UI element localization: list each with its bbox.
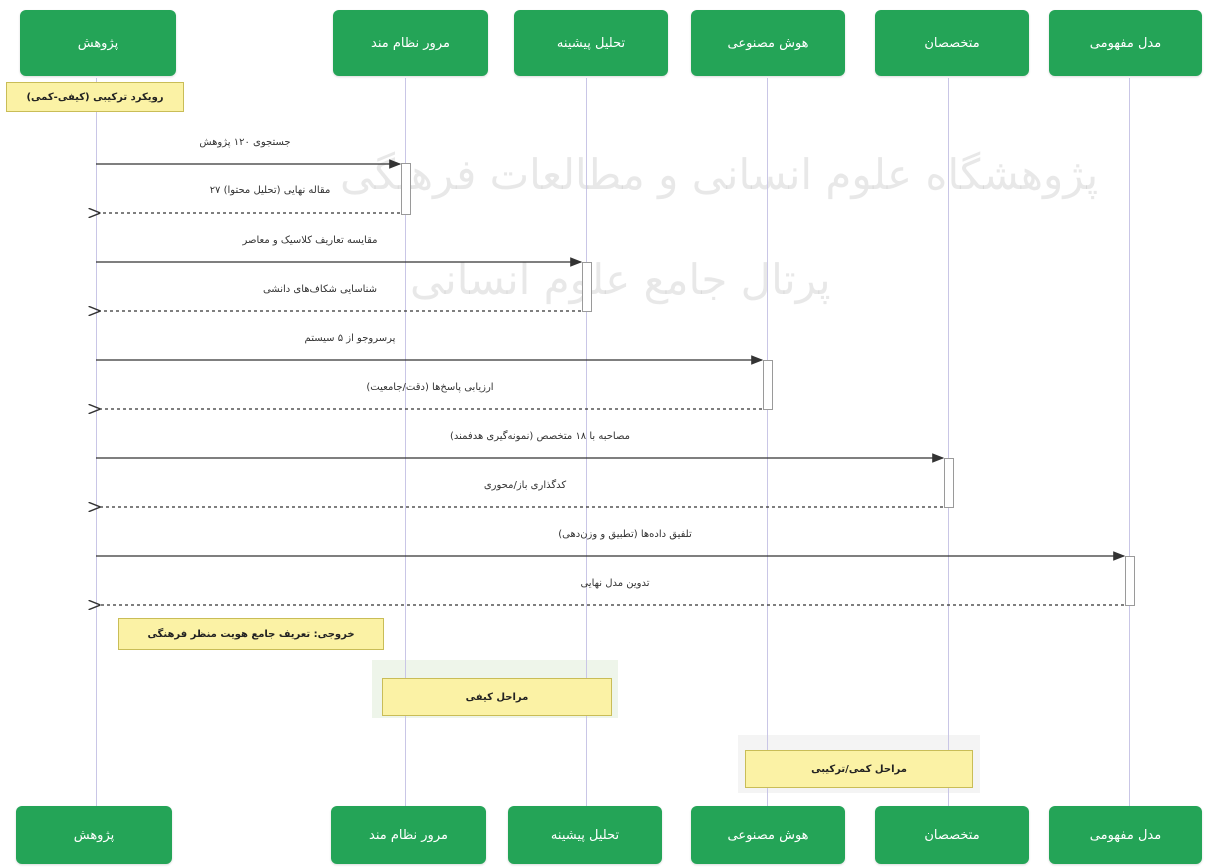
actor-literature-analysis-top[interactable]: تحلیل پیشینه	[514, 10, 668, 76]
message-label-m8: کدگذاری باز/محوری	[483, 480, 567, 491]
message-label-m3: مقایسه تعاریف کلاسیک و معاصر	[242, 235, 378, 246]
message-label-m4: شناسایی شکاف‌های دانشی	[262, 284, 378, 295]
actor-researcher-bottom[interactable]: پژوهش	[16, 806, 172, 864]
message-label-m1: جستجوی ۱۲۰ پژوهش	[199, 137, 291, 148]
lifeline-researcher	[96, 78, 97, 806]
lifeline-systematic-review	[405, 78, 406, 806]
lifeline-literature-analysis	[586, 78, 587, 806]
message-label-m6: ارزیابی پاسخ‌ها (دقت/جامعیت)	[366, 382, 494, 393]
actor-literature-analysis-bottom[interactable]: تحلیل پیشینه	[508, 806, 662, 864]
actor-experts-bottom[interactable]: متخصصان	[875, 806, 1029, 864]
lifeline-conceptual-model	[1129, 78, 1130, 806]
actor-conceptual-model-bottom[interactable]: مدل مفهومی	[1049, 806, 1202, 864]
actor-researcher-top[interactable]: پژوهش	[20, 10, 176, 76]
actor-experts-top[interactable]: متخصصان	[875, 10, 1029, 76]
lifeline-experts	[948, 78, 949, 806]
message-label-m9: تلفیق داده‌ها (تطبیق و وزن‌دهی)	[558, 529, 692, 540]
message-label-m10: تدوین مدل نهایی	[580, 578, 650, 589]
message-label-m2: مقاله نهایی (تحلیل محتوا) ۲۷	[209, 185, 331, 196]
note-approach[interactable]: رویکرد ترکیبی (کیفی-کمی)	[6, 82, 184, 112]
lifeline-ai	[767, 78, 768, 806]
note-output[interactable]: خروجی: تعریف جامع هویت منظر فرهنگی	[118, 618, 384, 650]
actor-conceptual-model-top[interactable]: مدل مفهومی	[1049, 10, 1202, 76]
message-label-m5: پرسروجو از ۵ سیستم	[304, 333, 396, 344]
activation-literature-analysis	[582, 262, 592, 312]
activation-systematic-review	[401, 163, 411, 215]
activation-ai	[763, 360, 773, 410]
message-label-m7: مصاحبه با ۱۸ متخصص (نمونه‌گیری هدفمند)	[449, 431, 631, 442]
activation-conceptual-model	[1125, 556, 1135, 606]
actor-ai-top[interactable]: هوش مصنوعی	[691, 10, 845, 76]
actor-ai-bottom[interactable]: هوش مصنوعی	[691, 806, 845, 864]
note-quant-phases[interactable]: مراحل کمی/ترکیبی	[745, 750, 973, 788]
activation-experts	[944, 458, 954, 508]
actor-systematic-review-top[interactable]: مرور نظام مند	[333, 10, 488, 76]
actor-systematic-review-bottom[interactable]: مرور نظام مند	[331, 806, 486, 864]
note-qualitative-phases[interactable]: مراحل کیفی	[382, 678, 612, 716]
